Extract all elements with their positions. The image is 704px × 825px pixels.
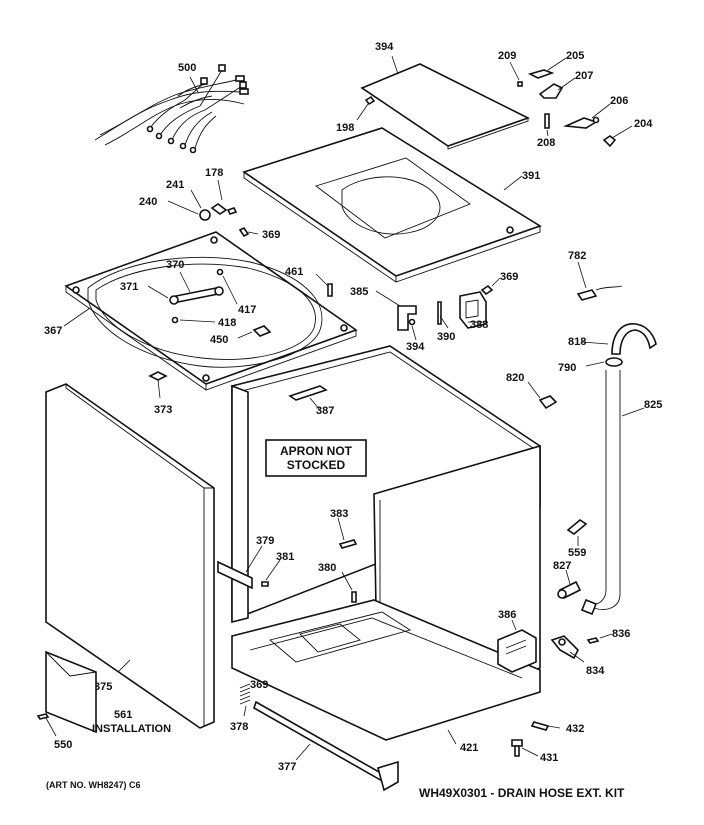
label-432: 432 xyxy=(566,723,584,735)
top-cover-391 xyxy=(242,127,542,283)
label-450: 450 xyxy=(210,334,228,346)
label-206: 206 xyxy=(610,95,628,107)
label-381: 381 xyxy=(276,551,294,563)
wire-harness-500 xyxy=(94,64,249,154)
label-386: 386 xyxy=(498,609,516,621)
label-500: 500 xyxy=(178,62,196,74)
label-208: 208 xyxy=(537,137,555,149)
label-417: 417 xyxy=(238,304,256,316)
screw-461 xyxy=(315,273,333,297)
label-559: 559 xyxy=(568,547,586,559)
label-205: 205 xyxy=(566,50,584,62)
label-377: 377 xyxy=(278,761,296,773)
toe-rail-377 xyxy=(253,700,399,792)
part-820 xyxy=(527,381,558,410)
label-790: 790 xyxy=(558,362,576,374)
cabinet-body xyxy=(231,345,541,741)
label-818: 818 xyxy=(568,336,586,348)
label-207: 207 xyxy=(575,70,593,82)
label-421: 421 xyxy=(460,742,478,754)
label-390: 390 xyxy=(437,331,455,343)
label-394-bracket: 394 xyxy=(406,341,425,353)
label-418: 418 xyxy=(218,317,236,329)
label-209: 209 xyxy=(498,50,516,62)
label-825: 825 xyxy=(644,399,662,411)
label-380: 380 xyxy=(318,562,336,574)
frame-hardware xyxy=(147,268,272,339)
part-386 xyxy=(497,619,537,673)
apron-note-line1: APRON NOT xyxy=(280,444,353,458)
apron-not-stocked-note xyxy=(265,439,367,477)
label-240: 240 xyxy=(139,196,157,208)
apron-note-line2: STOCKED xyxy=(287,458,346,472)
label-550: 550 xyxy=(54,739,72,751)
label-383: 383 xyxy=(330,508,348,520)
cabinet-hardware-top-left xyxy=(167,179,259,238)
label-379: 379 xyxy=(256,535,274,547)
label-387: 387 xyxy=(316,405,334,417)
label-367: 367 xyxy=(44,325,62,337)
label-178: 178 xyxy=(205,167,223,179)
installation-envelope-561 xyxy=(45,650,97,734)
label-371: 371 xyxy=(120,281,138,293)
label-827: 827 xyxy=(553,560,571,572)
label-391: 391 xyxy=(522,170,540,182)
hose-clamp-parts xyxy=(557,519,588,600)
label-836: 836 xyxy=(612,628,630,640)
foot-373 xyxy=(148,371,168,399)
lid-394 xyxy=(360,55,531,150)
drain-hose-kit-note: WH49X0301 - DRAIN HOSE EXT. KIT xyxy=(419,786,625,800)
label-388: 388 xyxy=(470,319,488,331)
label-204: 204 xyxy=(634,118,653,130)
label-369-top: 369 xyxy=(262,229,280,241)
label-561: 561 xyxy=(114,709,132,721)
cabinet-hardware-mid xyxy=(217,517,358,603)
frame-367 xyxy=(63,231,358,391)
label-198: 198 xyxy=(336,122,354,134)
label-834: 834 xyxy=(586,665,605,677)
front-panel-375 xyxy=(45,383,215,729)
hinge-198 xyxy=(356,95,376,121)
label-431: 431 xyxy=(540,752,558,764)
label-461: 461 xyxy=(285,266,303,278)
lid-switch-parts xyxy=(509,57,633,148)
label-370: 370 xyxy=(166,259,184,271)
installation-label: INSTALLATION xyxy=(92,723,171,735)
label-375: 375 xyxy=(94,681,112,693)
lid-switch-bracket xyxy=(375,277,501,341)
base-hardware xyxy=(447,721,561,757)
art-number: (ART NO. WH8247) C6 xyxy=(46,780,141,790)
label-782: 782 xyxy=(568,250,586,262)
drain-hose-parts xyxy=(576,261,657,616)
spring-parts-bottom xyxy=(239,683,251,717)
label-378: 378 xyxy=(230,721,248,733)
label-369-bracket: 369 xyxy=(500,271,518,283)
label-394-lid: 394 xyxy=(375,41,394,53)
label-241: 241 xyxy=(166,179,184,191)
part-834-836 xyxy=(550,633,613,663)
label-369-bottom: 369 xyxy=(250,679,268,691)
label-385: 385 xyxy=(350,286,368,298)
screw-550 xyxy=(36,713,57,737)
label-820: 820 xyxy=(506,372,524,384)
label-373: 373 xyxy=(154,404,172,416)
